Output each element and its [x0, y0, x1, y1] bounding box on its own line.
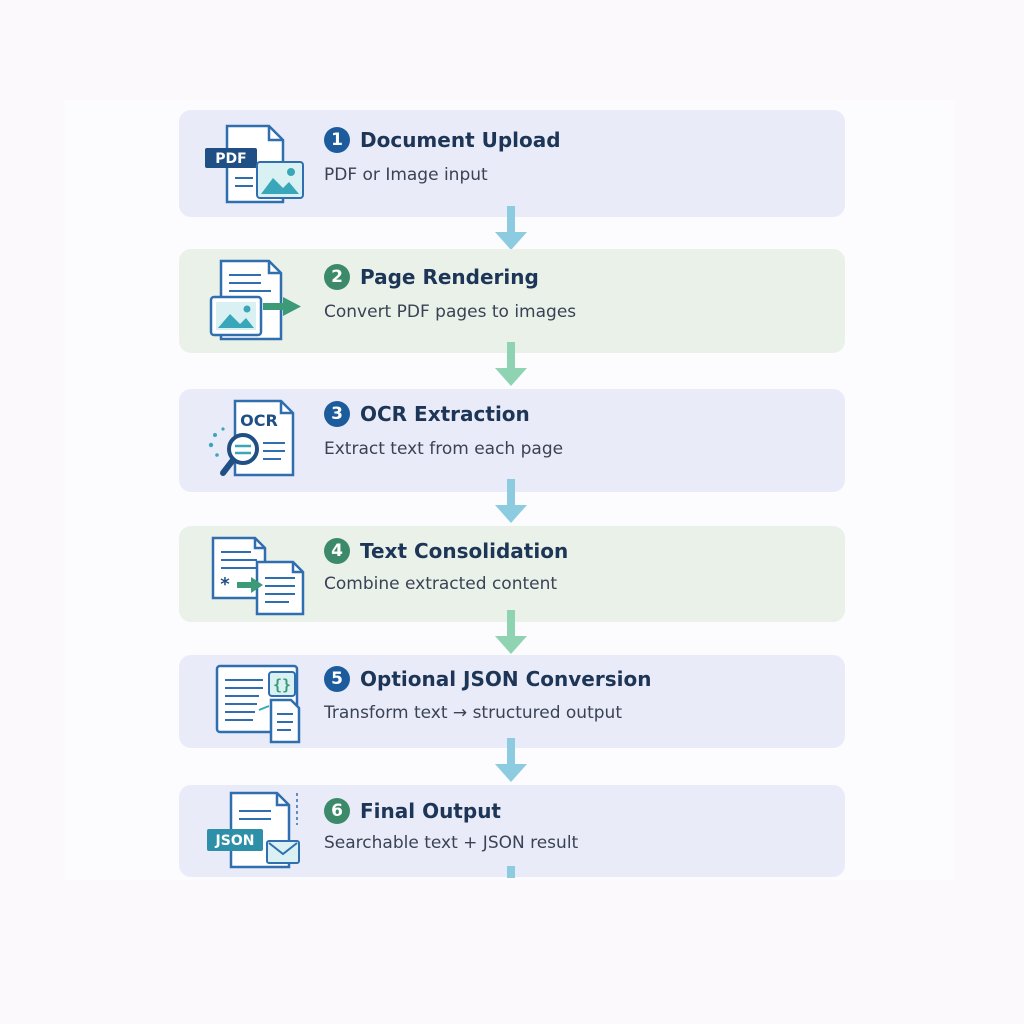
down-arrow-icon [495, 738, 527, 782]
step-final-output: JSON 6 Final Output Searchable text + JS… [179, 785, 845, 877]
step-description: Combine extracted content [324, 574, 558, 594]
step-page-rendering: 2 Page Rendering Convert PDF pages to im… [179, 249, 845, 353]
asterisk-label: * [220, 574, 230, 595]
step-title: Optional JSON Conversion [360, 667, 652, 691]
step-description: Transform text → structured output [324, 703, 622, 723]
json-badge-label: JSON [215, 833, 255, 849]
step-text-consolidation: * 4 Text Consolidation Combine extracted… [179, 526, 845, 622]
step-title: Final Output [360, 799, 501, 823]
step-ocr-extraction: OCR 3 OCR Extraction Extract text from e… [179, 389, 845, 492]
down-arrow-icon [495, 206, 527, 250]
step-document-upload: PDF 1 Document Upload PDF or Image input [179, 110, 845, 217]
step-number-badge: 1 [324, 127, 350, 153]
merge-documents-icon: * [211, 536, 305, 616]
step-number-badge: 2 [324, 264, 350, 290]
step-description: Convert PDF pages to images [324, 302, 577, 322]
ocr-label: OCR [240, 411, 278, 430]
step-description: Searchable text + JSON result [324, 833, 579, 853]
step-description: Extract text from each page [324, 439, 564, 459]
step-title: Text Consolidation [360, 539, 569, 563]
page-to-image-icon [209, 259, 301, 341]
step-optional-json-conversion: {} 5 Optional JSON Conversion Transform … [179, 655, 845, 748]
step-number-badge: 5 [324, 666, 350, 692]
step-number-badge: 3 [324, 401, 350, 427]
step-number-badge: 4 [324, 538, 350, 564]
down-arrow-icon [495, 610, 527, 654]
step-title: Document Upload [360, 128, 561, 152]
step-description: PDF or Image input [324, 165, 488, 185]
json-output-icon: JSON [207, 791, 300, 869]
down-arrow-stub [507, 866, 515, 878]
down-arrow-icon [495, 479, 527, 523]
braces-label: {} [273, 676, 291, 694]
ocr-magnifier-icon: OCR [208, 399, 295, 476]
pdf-image-document-icon: PDF [205, 124, 304, 203]
step-title: OCR Extraction [360, 402, 530, 426]
pdf-badge-label: PDF [215, 151, 246, 167]
step-title: Page Rendering [360, 265, 539, 289]
json-convert-icon: {} [215, 664, 301, 743]
down-arrow-icon [495, 342, 527, 386]
step-number-badge: 6 [324, 798, 350, 824]
